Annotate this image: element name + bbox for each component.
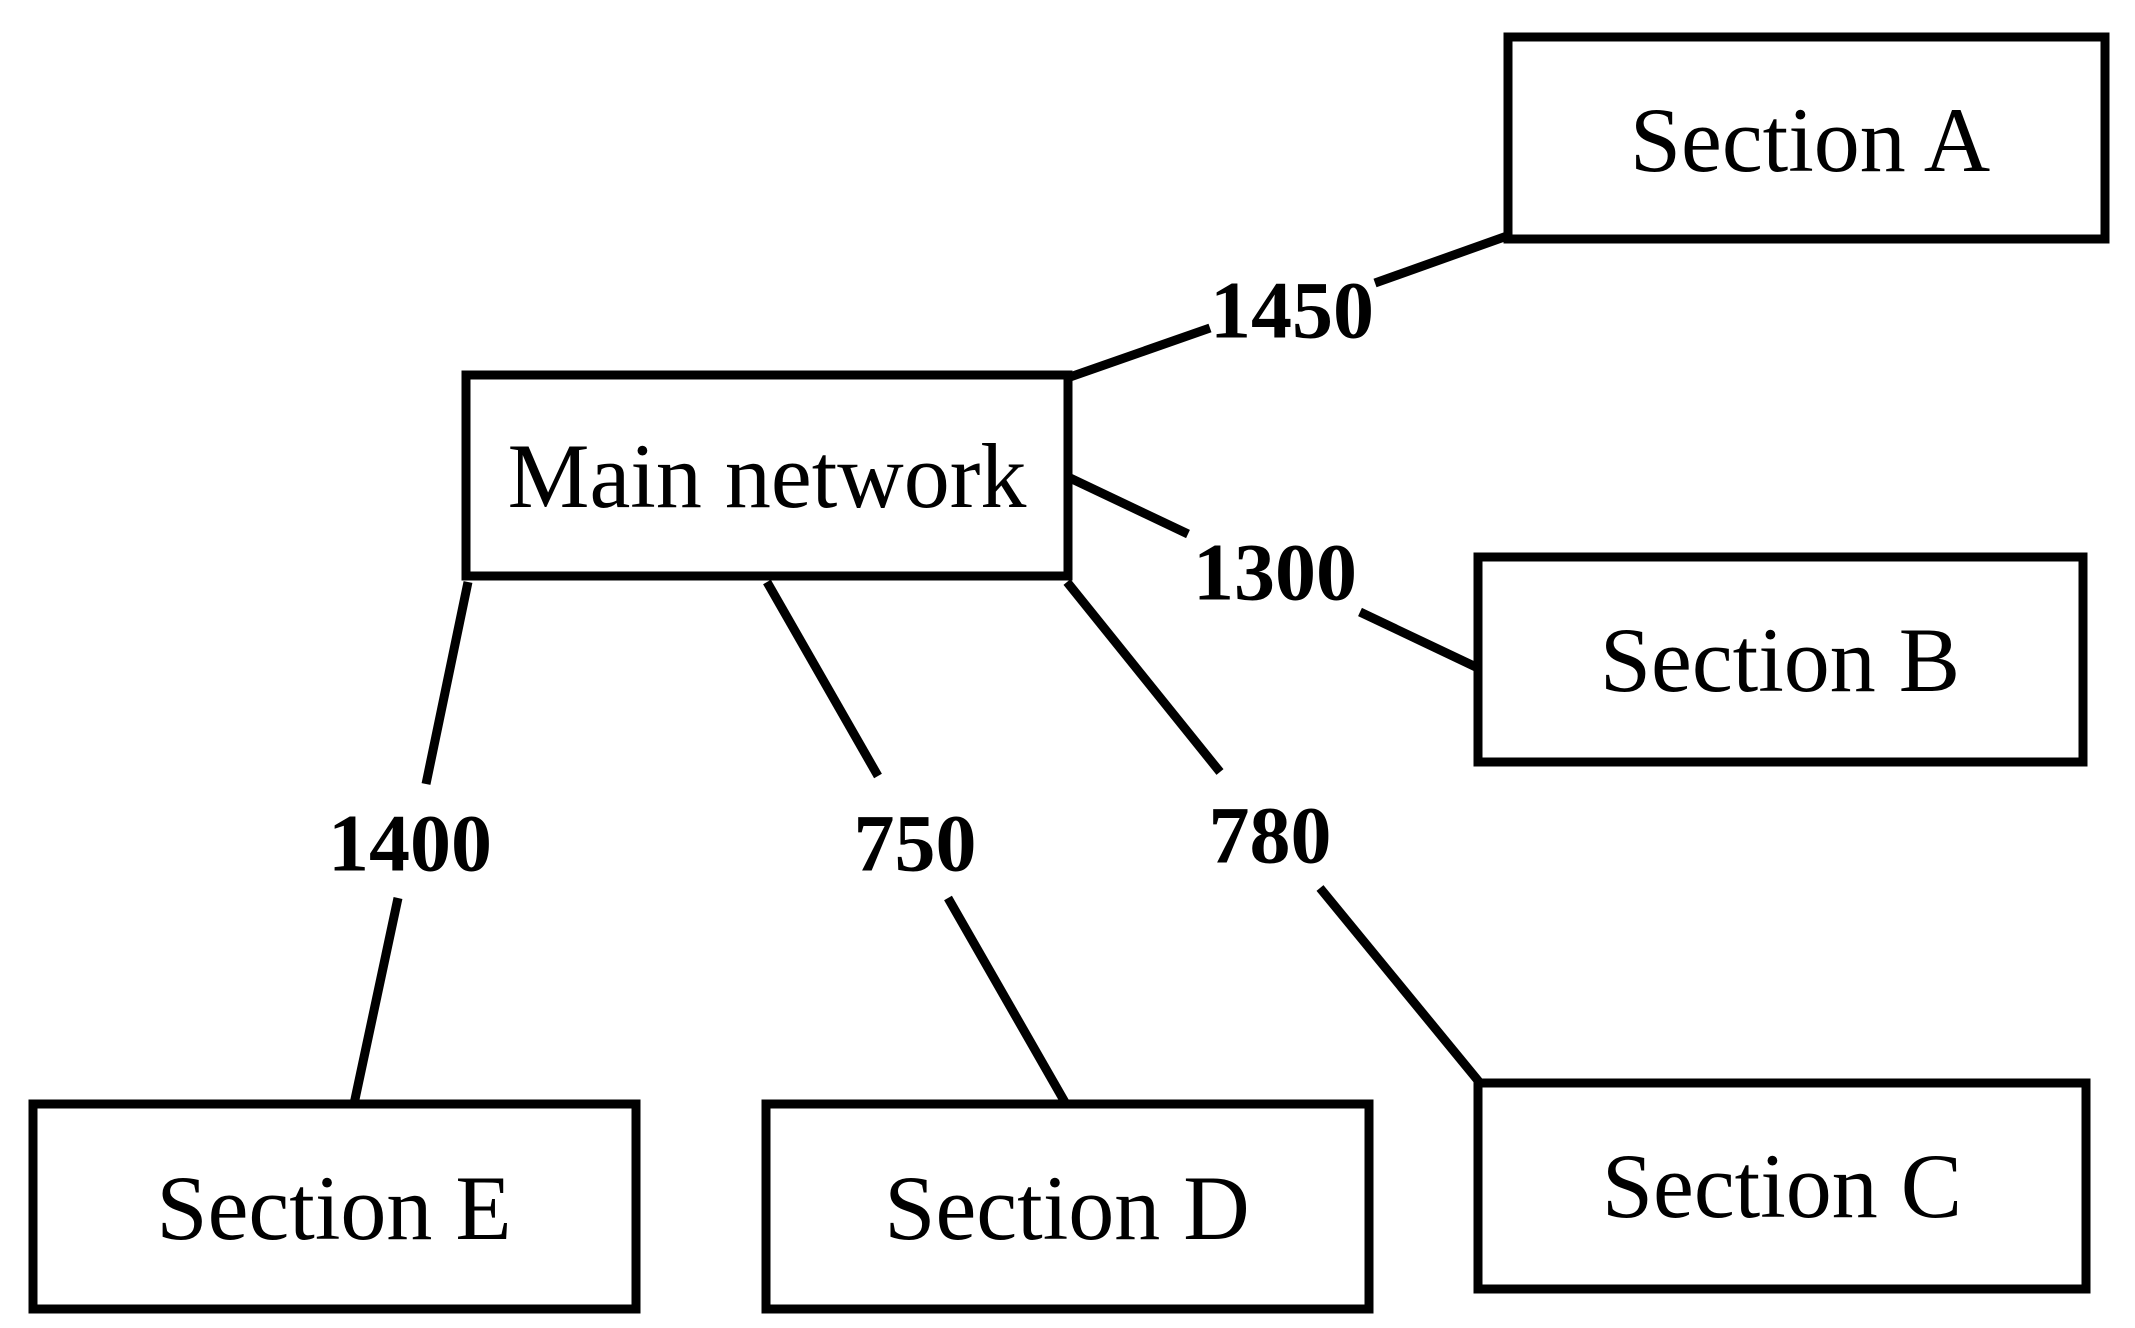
node-label-section-d: Section D (884, 1157, 1249, 1259)
edge-line-segment (1316, 885, 1484, 1086)
node-box (1473, 1078, 2091, 1294)
node-label-section-c: Section C (1602, 1135, 1962, 1237)
node-box (761, 1099, 1374, 1314)
edge-line-segment (349, 897, 403, 1105)
edge-main-to-section-b: 1300 (1068, 473, 1480, 673)
edge-line-segment (1358, 607, 1480, 673)
node-box (1503, 32, 2110, 244)
node-label-main-network: Main network (508, 425, 1027, 527)
edge-line-segment (421, 581, 473, 785)
node-label-section-b: Section B (1600, 609, 1960, 711)
node-box (28, 1099, 641, 1314)
node-box (461, 370, 1073, 581)
edge-main-to-section-a: 1450 (1068, 231, 1509, 382)
edge-label-main-to-section-e: 1400 (328, 798, 492, 889)
edge-main-to-section-c: 780 (1063, 579, 1484, 1086)
node-section-b: Section B (1473, 552, 2088, 767)
edge-main-to-section-d: 750 (763, 579, 1070, 1107)
edge-label-main-to-section-a: 1450 (1210, 265, 1374, 356)
edge-line-segment (1068, 473, 1190, 539)
node-box (1473, 552, 2088, 767)
edge-label-main-to-section-b: 1300 (1193, 527, 1357, 618)
edge-label-main-to-section-c: 780 (1209, 790, 1332, 881)
node-main-network: Main network (461, 370, 1073, 581)
node-section-e: Section E (28, 1099, 641, 1314)
edge-line-segment (1373, 231, 1509, 288)
edge-line-segment (1063, 579, 1224, 775)
node-section-c: Section C (1473, 1078, 2091, 1294)
node-label-section-a: Section A (1630, 89, 1990, 191)
edge-main-to-section-e: 1400 (328, 581, 492, 1105)
edge-line-segment (763, 579, 882, 779)
node-label-section-e: Section E (156, 1157, 511, 1259)
edge-label-main-to-section-d: 750 (854, 798, 977, 889)
edge-line-segment (944, 895, 1070, 1107)
edge-line-segment (1068, 323, 1212, 382)
node-section-a: Section A (1503, 32, 2110, 244)
node-section-d: Section D (761, 1099, 1374, 1314)
